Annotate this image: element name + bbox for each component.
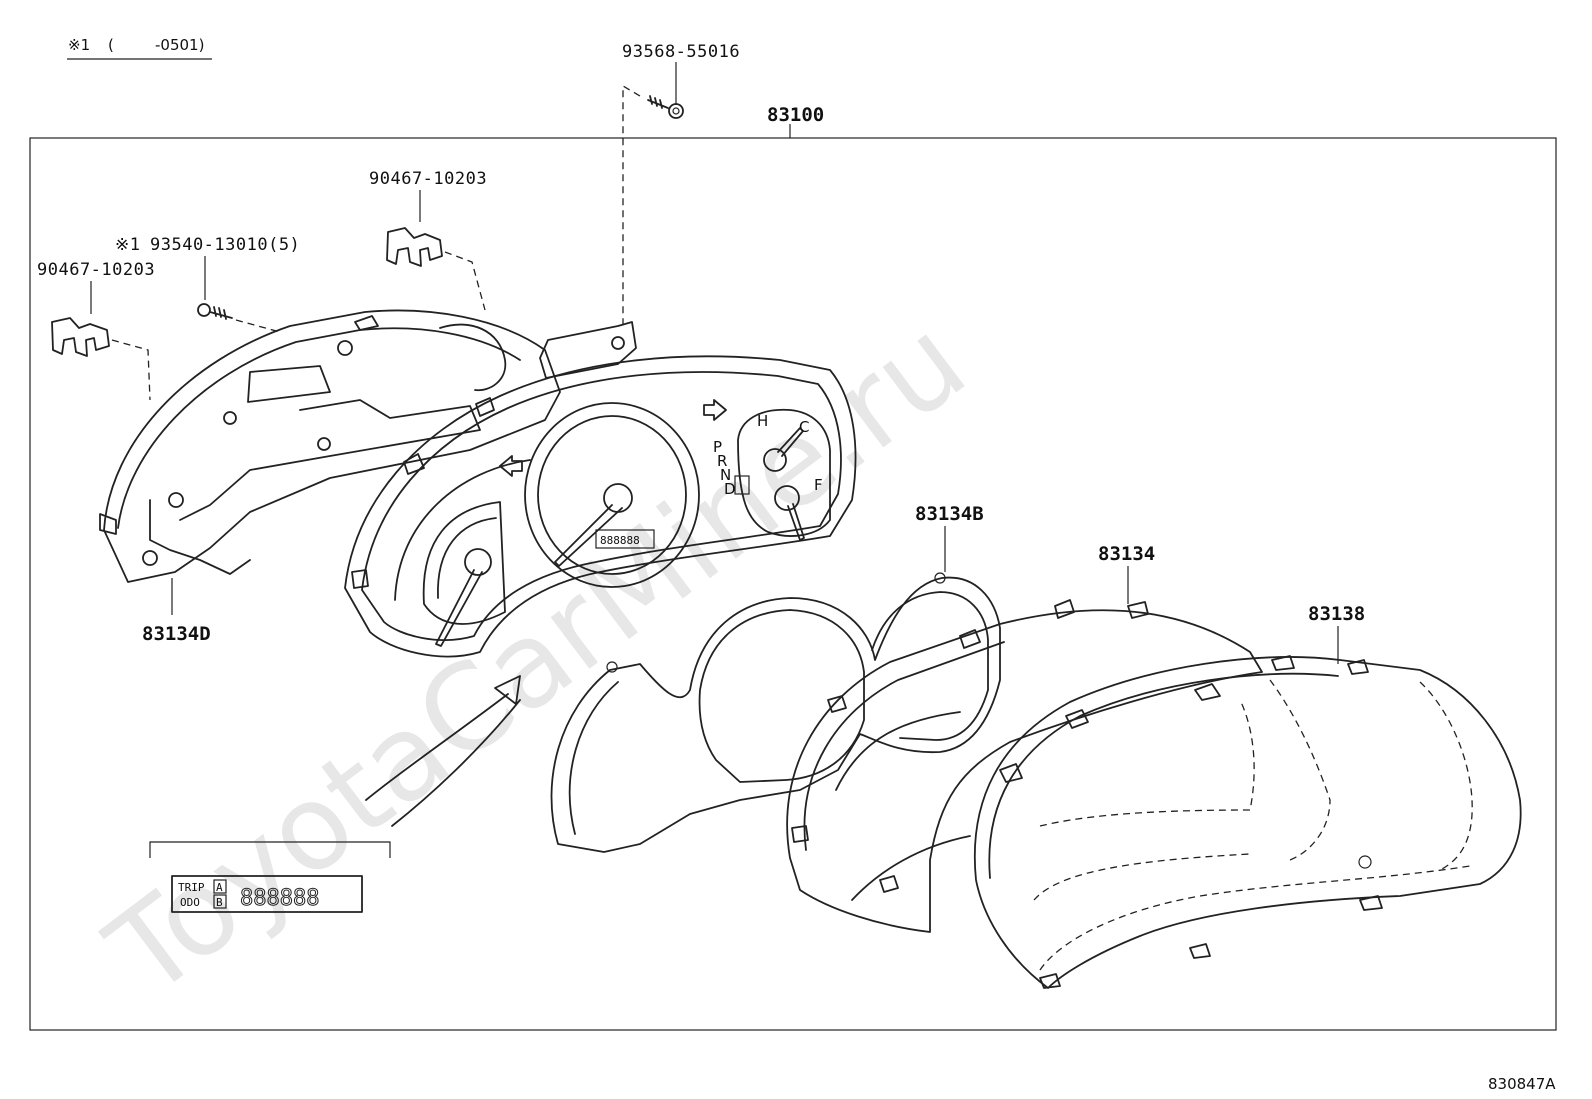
figure-id: 830847A <box>1488 1075 1556 1093</box>
shift-r: R <box>717 452 727 470</box>
trip-b-box <box>213 894 227 909</box>
shift-n: N <box>720 466 731 484</box>
indicator-window <box>734 475 750 495</box>
label-clip-right: 90467-10203 <box>369 169 487 189</box>
fuel-f-label: F <box>814 476 823 494</box>
odometer-digits: 888888 <box>240 886 319 911</box>
turn-right-arrow-icon <box>703 399 727 421</box>
turn-left-arrow-icon <box>499 455 523 477</box>
label-93568-55016: 93568-55016 <box>622 42 740 62</box>
trip-label: TRIP <box>178 881 205 894</box>
clip-left-icon <box>51 317 110 357</box>
speedo-lcd-digits: 888888 <box>600 534 640 547</box>
rear-case-83134D <box>99 309 561 583</box>
label-83100: 83100 <box>767 104 824 126</box>
trip-a-box <box>213 879 227 894</box>
label-93540-13010: 93540-13010(5) <box>150 235 300 255</box>
shift-d: D <box>724 480 736 498</box>
trip-a-label: A <box>216 881 223 894</box>
detail-bracket <box>149 841 391 858</box>
screw-left-icon <box>197 303 233 320</box>
arrow-head-icon <box>494 675 521 705</box>
plate-83134 <box>786 599 1263 933</box>
label-screw-left-mark: ※1 <box>115 235 140 255</box>
trip-b-label: B <box>216 896 223 909</box>
label-83134B: 83134B <box>915 503 984 525</box>
note-mark: ※1 <box>68 36 90 54</box>
label-clip-left: 90467-10203 <box>37 260 155 280</box>
note-paren: ( <box>108 36 114 54</box>
lens-83138 <box>973 655 1522 989</box>
detail-view: TRIP ODO A B 888888 <box>149 841 391 913</box>
screw-top-icon <box>647 95 684 119</box>
temp-c-label: C <box>799 418 809 436</box>
watermark: ToyotaCarMine.ru <box>83 292 990 1023</box>
insertion-arrow-2 <box>391 699 521 827</box>
dash-clip-left <box>111 339 151 401</box>
assembly-frame <box>29 137 1557 1031</box>
insertion-arrow <box>365 693 509 801</box>
dash-screw-top <box>622 84 641 330</box>
note-range: -0501) <box>155 36 204 54</box>
cluster-body: 888888 H C F P R N D <box>344 321 857 658</box>
dash-screw-left <box>235 319 281 333</box>
label-83138: 83138 <box>1308 603 1365 625</box>
temp-h-label: H <box>757 412 768 430</box>
speedo-lcd <box>595 529 655 549</box>
plate-83134B <box>550 572 1001 853</box>
odometer-display <box>171 875 363 913</box>
label-83134D: 83134D <box>142 623 211 645</box>
odo-label: ODO <box>180 896 200 909</box>
shift-p: P <box>713 438 722 456</box>
dash-clip-right <box>444 251 486 311</box>
label-83134: 83134 <box>1098 543 1155 565</box>
clip-right-icon <box>386 227 443 267</box>
applicability-note: ※1 ( -0501) <box>67 36 212 60</box>
